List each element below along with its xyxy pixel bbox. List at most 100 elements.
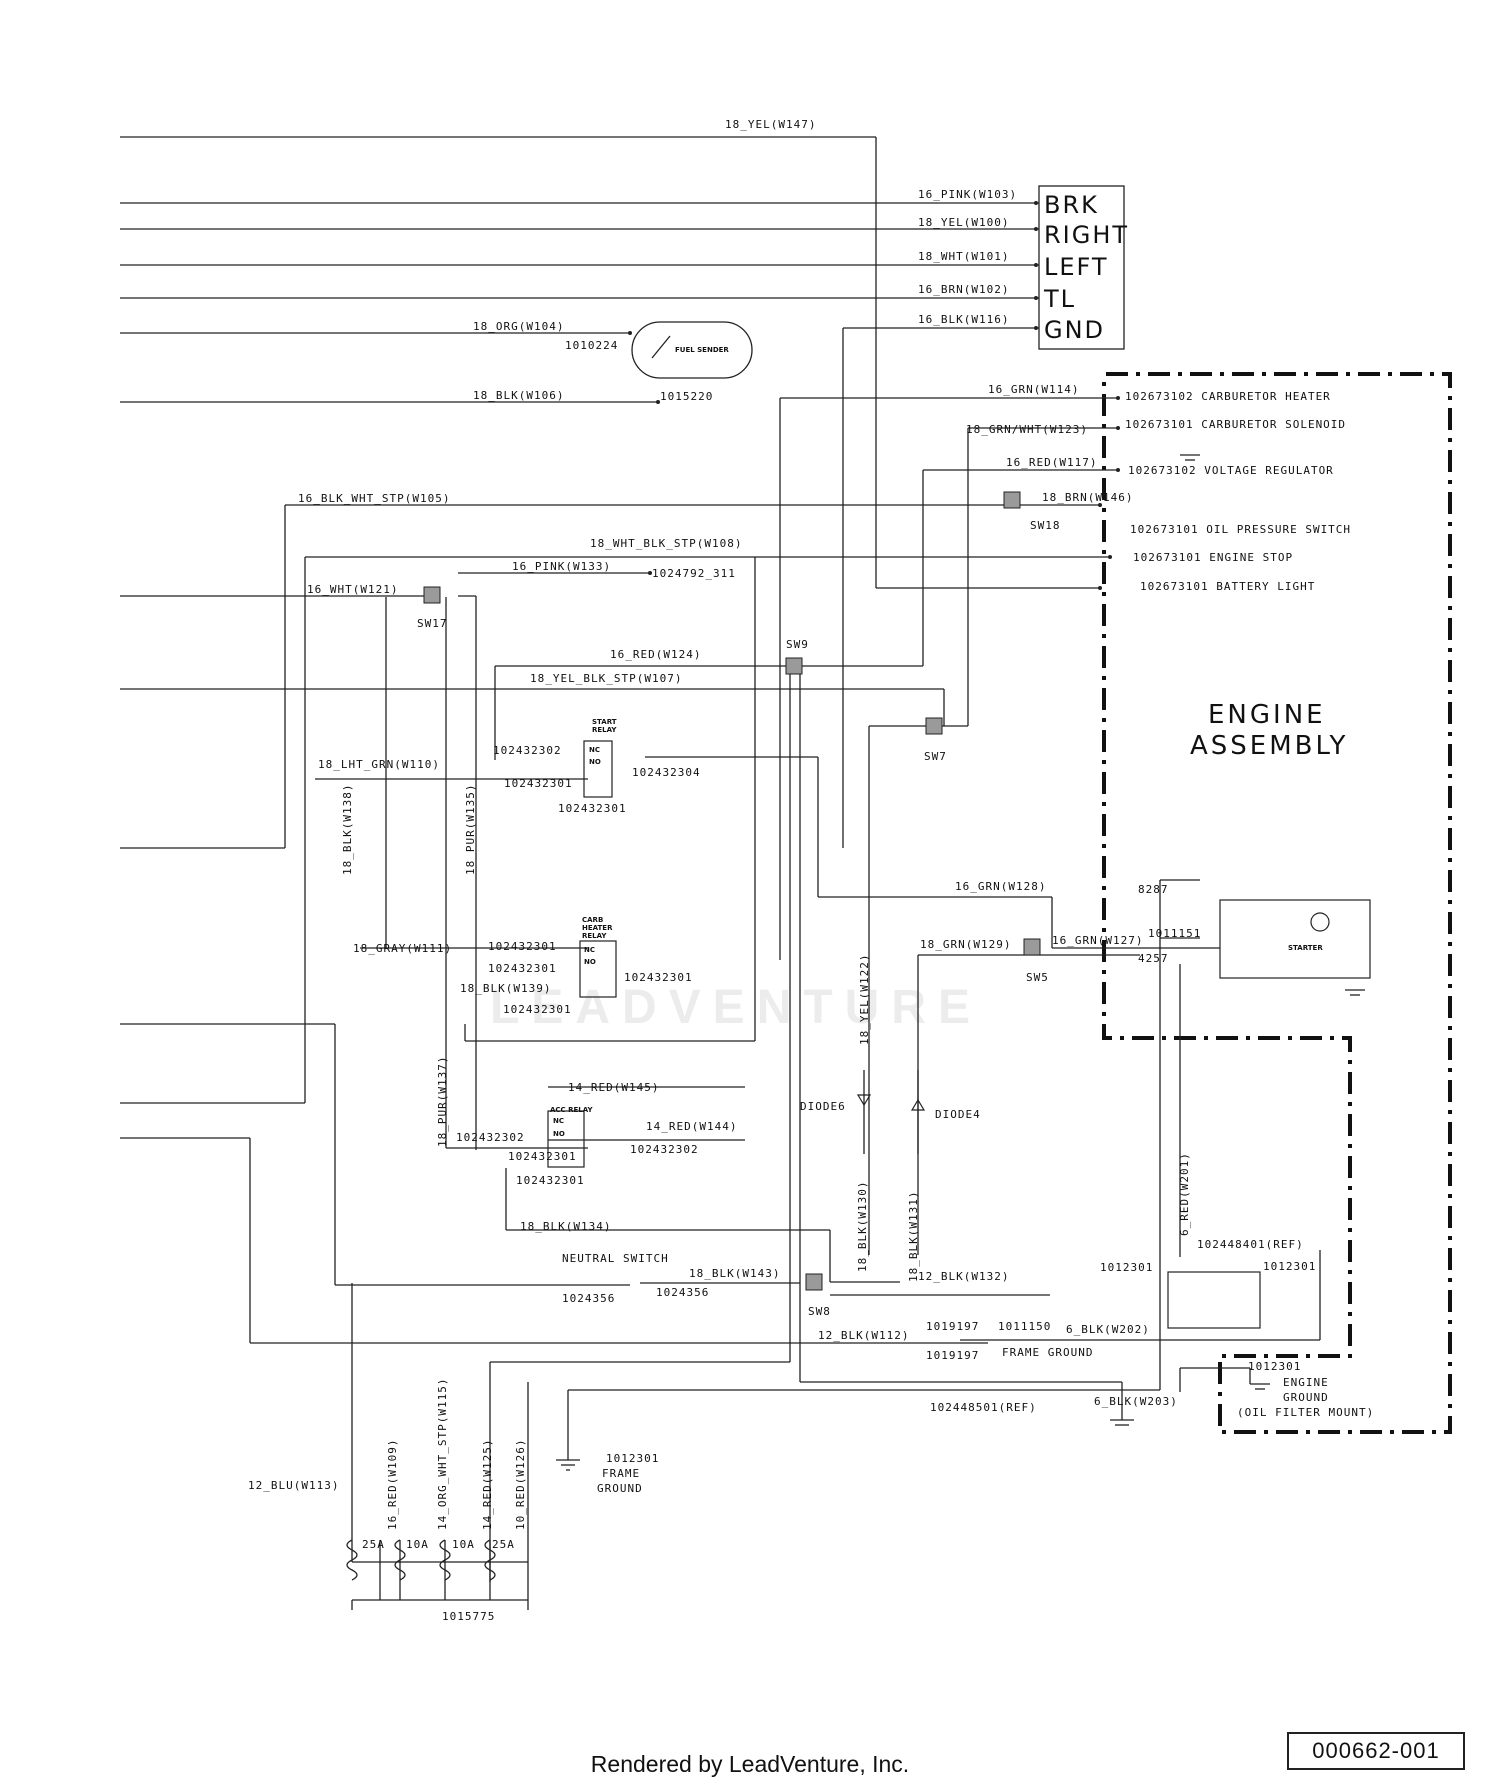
part-label: 1024356 bbox=[656, 1286, 709, 1299]
wire-label: 6_BLK(W202) bbox=[1066, 1323, 1150, 1336]
switch-label: SW8 bbox=[808, 1305, 831, 1318]
wire-label: 18_YEL(W100) bbox=[918, 216, 1009, 229]
wire-label: 16_GRN(W114) bbox=[988, 383, 1079, 396]
part-label: 1010224 bbox=[565, 339, 618, 352]
wire-label: 18_BLK(W134) bbox=[520, 1220, 611, 1233]
frame-ground-label: FRAME GROUND bbox=[1002, 1346, 1093, 1359]
engine-assembly-boundary bbox=[1102, 372, 1452, 1434]
start-relay bbox=[583, 740, 613, 798]
part-label: 1015220 bbox=[660, 390, 713, 403]
relay-label: START bbox=[592, 718, 617, 726]
fuel-sender-label: FUEL SENDER bbox=[675, 346, 729, 354]
wire-label: 18_PUR(W137) bbox=[436, 1056, 449, 1147]
wire-label: 16_WHT(W121) bbox=[307, 583, 398, 596]
engine-ground-label: ENGINE bbox=[1283, 1376, 1329, 1389]
fuse-label: 25A bbox=[362, 1538, 385, 1551]
part-label: 102432301 bbox=[508, 1150, 577, 1163]
part-label: 102432301 bbox=[488, 940, 557, 953]
wire-label: 16_GRN(W128) bbox=[955, 880, 1046, 893]
engine-ground-label: GROUND bbox=[1283, 1391, 1329, 1404]
wire-label: 12_BLK(W112) bbox=[818, 1329, 909, 1342]
connector-gnd: GND bbox=[1044, 316, 1105, 344]
wire-label: 18_YEL(W122) bbox=[858, 954, 871, 1045]
part-label: 1012301 bbox=[1263, 1260, 1316, 1273]
wire-label: 18_BLK(W106) bbox=[473, 389, 564, 402]
fuse-icon bbox=[346, 1539, 496, 1581]
switch-label: SW17 bbox=[417, 617, 448, 630]
relay-label: ACC RELAY bbox=[550, 1106, 594, 1114]
switch-sw17 bbox=[423, 586, 441, 604]
switch-sw8 bbox=[805, 1273, 823, 1291]
wire-label: 18_BRN(W146) bbox=[1042, 491, 1133, 504]
relay-no: NO bbox=[584, 958, 596, 966]
engine-oil-pressure-switch: 102673101 OIL PRESSURE SWITCH bbox=[1130, 523, 1351, 536]
relay-label: RELAY bbox=[592, 726, 617, 734]
diode4-icon bbox=[910, 1098, 926, 1111]
engine-title-2: ASSEMBLY bbox=[1190, 731, 1348, 761]
part-label: 1024356 bbox=[562, 1292, 615, 1305]
connector-left: LEFT bbox=[1044, 253, 1109, 281]
wire-label: 16_BLK(W116) bbox=[918, 313, 1009, 326]
wire-label: 14_RED(W144) bbox=[646, 1120, 737, 1133]
diode-label: DIODE4 bbox=[935, 1108, 981, 1121]
acc-relay bbox=[547, 1110, 585, 1168]
junction-dots bbox=[628, 201, 1120, 590]
diode6-icon bbox=[856, 1094, 872, 1107]
switch-sw18 bbox=[1003, 491, 1021, 509]
battery bbox=[1167, 1271, 1261, 1329]
starter-box bbox=[1219, 899, 1371, 979]
wire-label: 18_WHT_BLK_STP(W108) bbox=[590, 537, 742, 550]
wire-label: 12_BLK(W132) bbox=[918, 1270, 1009, 1283]
wire-label: 12_BLU(W113) bbox=[248, 1479, 339, 1492]
wire-label: 14_RED(W125) bbox=[481, 1439, 494, 1530]
part-label: 102432304 bbox=[632, 766, 701, 779]
part-label: 102448501(REF) bbox=[930, 1401, 1037, 1414]
footer-credit: Rendered by LeadVenture, Inc. bbox=[590, 1751, 910, 1777]
part-label: 102432302 bbox=[456, 1131, 525, 1144]
wire-label: 18_YEL(W147) bbox=[725, 118, 816, 131]
switch-sw5 bbox=[1023, 938, 1041, 956]
wire-label: 18_BLK(W143) bbox=[689, 1267, 780, 1280]
diode-label: DIODE6 bbox=[800, 1100, 846, 1113]
engine-battery-light: 102673101 BATTERY LIGHT bbox=[1140, 580, 1315, 593]
wire-label: 16_PINK(W103) bbox=[918, 188, 1017, 201]
fuse-label: 25A bbox=[492, 1538, 515, 1551]
wire-label: 14_RED(W145) bbox=[568, 1081, 659, 1094]
relay-no: NO bbox=[589, 758, 601, 766]
frame-ground-label: GROUND bbox=[597, 1482, 643, 1495]
part-label: 102448401(REF) bbox=[1197, 1238, 1304, 1251]
switch-label: SW7 bbox=[924, 750, 947, 763]
relay-label: HEATER bbox=[582, 924, 613, 932]
part-label: 102432301 bbox=[558, 802, 627, 815]
switch-label: SW18 bbox=[1030, 519, 1061, 532]
part-label: 4257 bbox=[1138, 952, 1169, 965]
neutral-switch-label: NEUTRAL SWITCH bbox=[562, 1252, 669, 1265]
switch-sw9 bbox=[785, 657, 803, 675]
connector-tl: TL bbox=[1043, 285, 1076, 313]
wire-label: 18_BLK(W139) bbox=[460, 982, 551, 995]
fuse-label: 10A bbox=[406, 1538, 429, 1551]
switch-label: SW9 bbox=[786, 638, 809, 651]
relay-nc: NC bbox=[584, 946, 595, 954]
wire-label: 16_GRN(W127) bbox=[1052, 934, 1143, 947]
fuse-label: 10A bbox=[452, 1538, 475, 1551]
wire-label: 16_RED(W109) bbox=[386, 1439, 399, 1530]
wire-label: 16_PINK(W133) bbox=[512, 560, 611, 573]
wire-label: 18_BLK(W130) bbox=[856, 1181, 869, 1272]
frame-ground-label: FRAME bbox=[602, 1467, 640, 1480]
wire-label: 18_WHT(W101) bbox=[918, 250, 1009, 263]
part-label: 1012301 bbox=[1100, 1261, 1153, 1274]
fuel-sender bbox=[631, 321, 753, 379]
wire-label: 18_BLK(W138) bbox=[341, 784, 354, 875]
engine-ground-label: (OIL FILTER MOUNT) bbox=[1237, 1406, 1374, 1419]
part-label: 1019197 bbox=[926, 1320, 979, 1333]
wire-label: 18_BLK(W131) bbox=[907, 1191, 920, 1282]
part-label: 1011151 bbox=[1148, 927, 1201, 940]
relay-nc: NC bbox=[589, 746, 600, 754]
part-label: 102432302 bbox=[493, 744, 562, 757]
wire-label: 18_PUR(W135) bbox=[464, 784, 477, 875]
ground-icon bbox=[556, 454, 1365, 1471]
wire-label: 18_LHT_GRN(W110) bbox=[318, 758, 440, 771]
wires bbox=[120, 136, 1321, 1610]
